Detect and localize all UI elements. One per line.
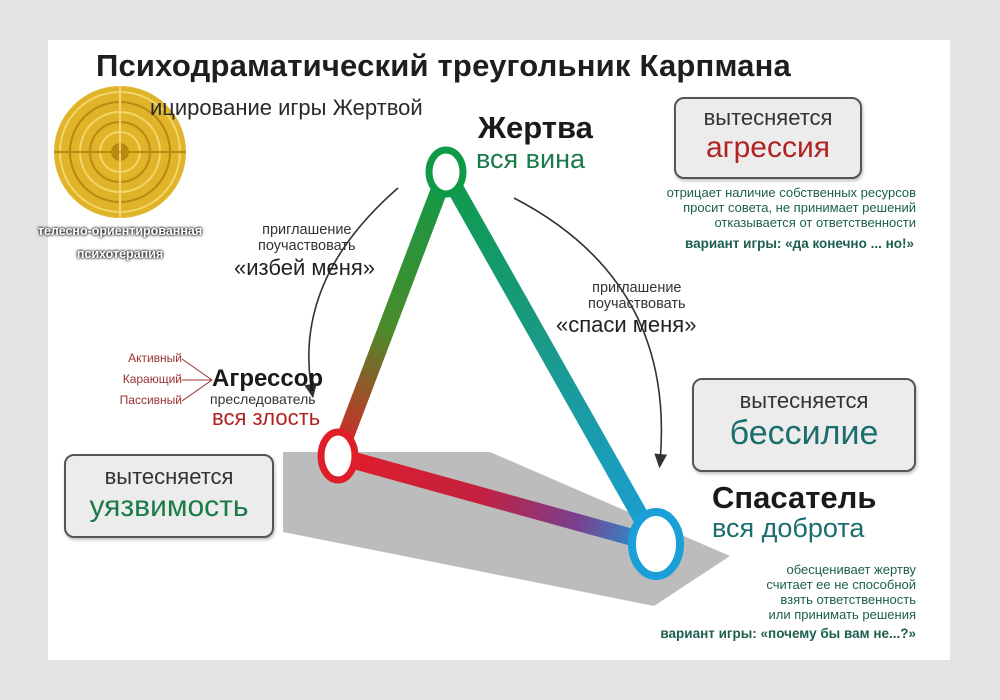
- victim-note-2: просит совета, не принимает решений: [683, 200, 916, 215]
- rescuer-note-3: взять ответственность: [780, 592, 916, 607]
- victim-note-1: отрицает наличие собственных ресурсов: [666, 185, 916, 200]
- aggressor-small: преследователь: [210, 391, 316, 407]
- invite-right-big: «спаси меня»: [556, 312, 697, 337]
- rescuer-box-line1: вытесняется: [739, 388, 869, 413]
- aggressor-type-2: Карающий: [122, 372, 182, 386]
- node-rescuer: [628, 508, 684, 580]
- edge-victim-rescuer: [437, 163, 665, 553]
- rescuer-sub: вся доброта: [712, 513, 865, 543]
- invite-left-small: приглашение поучаствовать: [258, 222, 356, 254]
- aggressor-box-line2: уязвимость: [89, 490, 249, 523]
- logo-text-line2: психотерапия: [76, 247, 164, 261]
- arrow-to-aggressor: [304, 187, 399, 399]
- page-title: Психодраматический треугольник Карпмана: [96, 48, 791, 83]
- aggressor-type-3: Пассивный: [119, 393, 182, 407]
- invite-left-line2: поучаствовать: [258, 238, 356, 254]
- invite-right-line1: приглашение: [592, 280, 682, 296]
- labyrinth-logo: [54, 86, 186, 218]
- victim-box-line2: агрессия: [706, 131, 830, 164]
- node-victim: [425, 146, 467, 198]
- victim-note-3: отказывается от ответственности: [714, 215, 916, 230]
- victim-sub: вся вина: [476, 144, 586, 174]
- invite-left-line1: приглашение: [262, 222, 352, 238]
- edge-aggressor-rescuer: [329, 447, 665, 553]
- node-aggressor: [317, 428, 359, 484]
- victim-box-line1: вытесняется: [703, 105, 833, 130]
- rescuer-note-1: обесценивает жертву: [786, 562, 916, 577]
- invite-right-small: приглашение поучаствовать: [588, 280, 686, 312]
- rescuer-box-line2: бессилие: [729, 414, 879, 452]
- rescuer-label: Спасатель: [712, 480, 877, 515]
- victim-notes: отрицает наличие собственных ресурсов пр…: [667, 185, 916, 230]
- aggressor-box-line1: вытесняется: [104, 464, 234, 489]
- rescuer-variant: вариант игры: «почему бы вам не...?»: [660, 626, 916, 641]
- aggressor-suppressed-box: вытесняется уязвимость: [64, 454, 274, 538]
- edge-victim-aggressor: [329, 163, 455, 465]
- logo-text-line1: телесно-ориентированная: [37, 224, 203, 238]
- arrow-to-rescuer: [513, 197, 668, 469]
- invite-left-big: «избей меня»: [234, 255, 376, 280]
- aggressor-types-connector: [182, 358, 213, 402]
- aggressor-label: Агрессор: [212, 365, 324, 392]
- rescuer-note-4: или принимать решения: [768, 607, 916, 622]
- aggressor-sub: вся злость: [212, 405, 321, 430]
- invite-right-line2: поучаствовать: [588, 296, 686, 312]
- victim-label: Жертва: [478, 110, 593, 145]
- victim-variant: вариант игры: «да конечно ... но!»: [684, 236, 914, 251]
- rescuer-note-2: считает ее не способной: [766, 577, 916, 592]
- victim-suppressed-box: вытесняется агрессия: [674, 97, 862, 179]
- aggressor-type-1: Активный: [128, 351, 182, 365]
- aggressor-types: Активный Карающий Пассивный: [92, 348, 182, 411]
- rescuer-suppressed-box: вытесняется бессилие: [692, 378, 916, 472]
- rescuer-notes: обесценивает жертву считает ее не способ…: [766, 562, 916, 622]
- page-subtitle: ицирование игры Жертвой: [150, 95, 423, 120]
- shadow-plane: [283, 452, 730, 606]
